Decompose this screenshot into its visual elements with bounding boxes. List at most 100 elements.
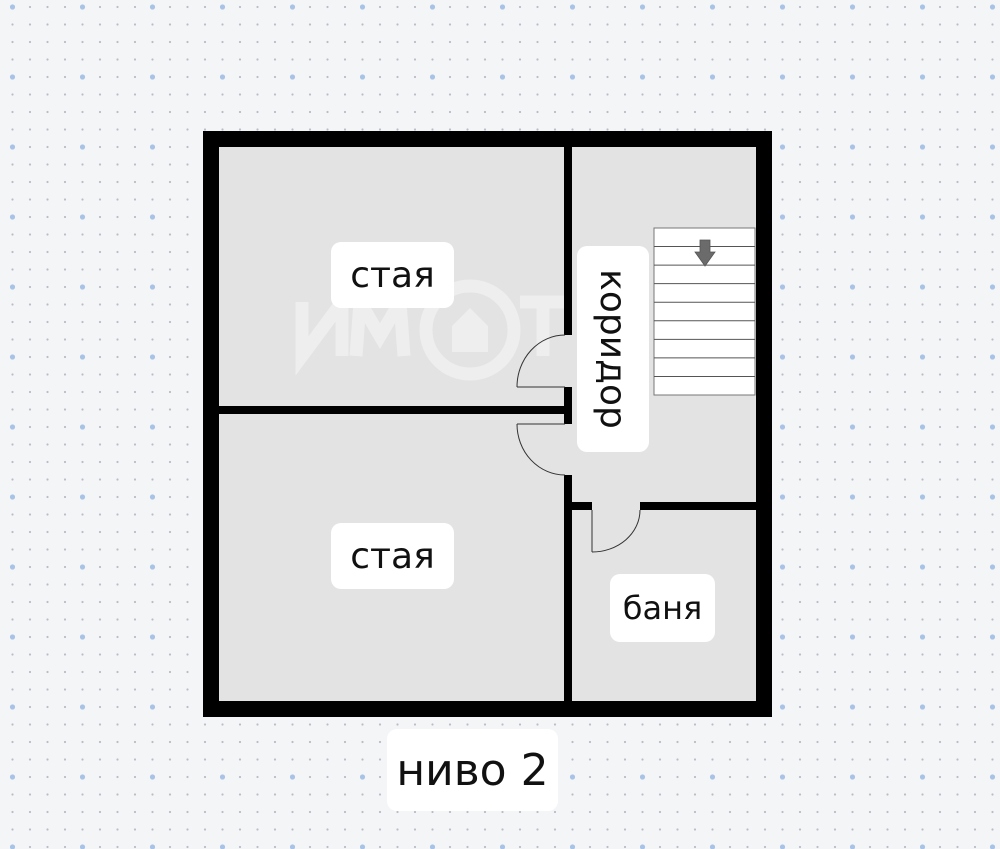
grid-dot	[46, 40, 49, 44]
grid-dot	[956, 233, 959, 236]
grid-dot	[238, 828, 242, 831]
grid-dot	[168, 268, 172, 271]
grid-dot	[588, 110, 592, 114]
grid-dot	[149, 284, 156, 290]
grid-dot	[326, 810, 329, 814]
grid-dot	[63, 355, 67, 359]
grid-dot	[833, 513, 837, 516]
grid-dot	[413, 128, 417, 131]
grid-dot	[973, 600, 977, 604]
grid-dot	[28, 793, 32, 796]
grid-dot	[728, 93, 732, 96]
grid-dot	[186, 513, 189, 516]
grid-dot	[833, 355, 837, 359]
grid-dot	[116, 828, 119, 831]
grid-dot	[28, 110, 32, 114]
grid-dot	[553, 5, 557, 9]
grid-dot	[849, 844, 856, 849]
grid-dot	[833, 373, 837, 376]
grid-dot	[186, 758, 189, 761]
grid-dot	[588, 793, 592, 796]
grid-dot	[413, 93, 417, 96]
grid-dot	[238, 75, 242, 79]
grid-dot	[816, 390, 819, 394]
grid-dot	[46, 250, 49, 254]
grid-dot	[116, 355, 119, 359]
grid-dot	[28, 303, 32, 306]
grid-dot	[816, 425, 819, 429]
grid-dot	[658, 723, 662, 726]
grid-dot	[728, 758, 732, 761]
grid-dot	[186, 583, 189, 586]
grid-dot	[168, 285, 172, 289]
grid-dot	[289, 774, 296, 780]
grid-dot	[221, 828, 224, 831]
grid-dot	[781, 110, 784, 114]
grid-dot	[711, 810, 714, 814]
grid-dot	[116, 215, 119, 219]
grid-dot	[326, 758, 329, 761]
grid-dot	[571, 23, 574, 26]
grid-dot	[81, 793, 84, 796]
grid-dot	[746, 75, 749, 79]
grid-dot	[991, 180, 994, 184]
grid-dot	[28, 705, 32, 709]
grid-dot	[989, 74, 996, 80]
grid-dot	[483, 723, 487, 726]
grid-dot	[28, 355, 32, 359]
grid-dot	[501, 128, 504, 131]
grid-dot	[851, 338, 854, 341]
grid-dot	[186, 250, 189, 254]
grid-dot	[903, 723, 907, 726]
grid-dot	[991, 250, 994, 254]
grid-dot	[956, 618, 959, 621]
grid-dot	[886, 740, 889, 744]
grid-dot	[728, 828, 732, 831]
grid-dot	[938, 460, 942, 464]
grid-dot	[833, 285, 837, 289]
grid-dot	[798, 478, 802, 481]
grid-dot	[63, 530, 67, 534]
grid-dot	[186, 233, 189, 236]
grid-dot	[46, 128, 49, 131]
grid-dot	[151, 758, 154, 761]
grid-dot	[606, 793, 609, 796]
grid-dot	[623, 845, 627, 849]
grid-dot	[798, 705, 802, 709]
grid-dot	[168, 408, 172, 411]
grid-dot	[116, 75, 119, 79]
grid-dot	[833, 128, 837, 131]
grid-dot	[833, 775, 837, 779]
grid-dot	[343, 75, 347, 79]
grid-dot	[921, 758, 924, 761]
grid-dot	[151, 408, 154, 411]
grid-dot	[168, 110, 172, 114]
grid-dot	[868, 390, 872, 394]
grid-dot	[763, 845, 767, 849]
grid-dot	[46, 408, 49, 411]
grid-dot	[938, 723, 942, 726]
grid-dot	[28, 775, 32, 779]
grid-dot	[798, 408, 802, 411]
grid-dot	[238, 740, 242, 744]
grid-dot	[63, 23, 67, 26]
grid-dot	[938, 163, 942, 166]
grid-dot	[606, 775, 609, 779]
grid-dot	[711, 23, 714, 26]
grid-dot	[641, 110, 644, 114]
grid-dot	[273, 40, 277, 44]
wall-vertical-mid	[564, 387, 572, 424]
grid-dot	[151, 93, 154, 96]
grid-dot	[693, 845, 697, 849]
grid-dot	[518, 75, 522, 79]
grid-dot	[151, 548, 154, 551]
grid-dot	[63, 128, 67, 131]
grid-dot	[833, 75, 837, 79]
grid-dot	[448, 75, 452, 79]
grid-dot	[186, 180, 189, 184]
grid-dot	[886, 93, 889, 96]
grid-dot	[903, 530, 907, 534]
grid-dot	[868, 425, 872, 429]
grid-dot	[273, 793, 277, 796]
grid-dot	[256, 845, 259, 849]
